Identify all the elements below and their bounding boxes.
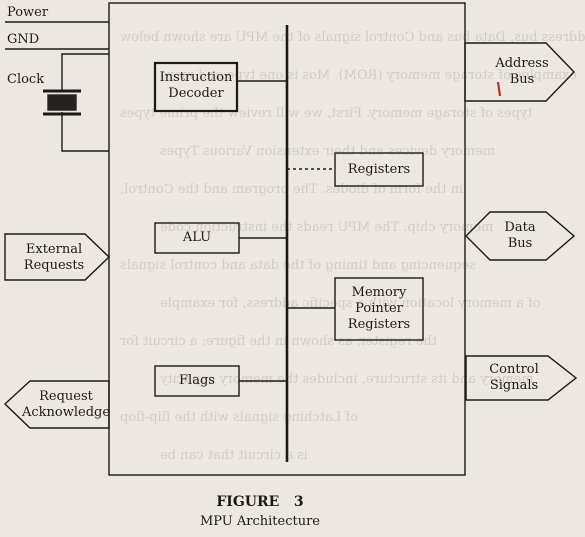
external-requests-label: External Requests (8, 242, 100, 274)
external-requests-line2: Requests (23, 258, 85, 273)
figure-title: MPU Architecture (199, 514, 321, 529)
request-acknowledge-arrow (3, 380, 110, 429)
instruction-decoder-label: Instruction Decoder (155, 70, 237, 102)
address-bus-line1: Address (495, 56, 549, 71)
control-signals-line1: Control (489, 362, 539, 377)
instruction-decoder-line1: Instruction (159, 70, 233, 85)
data-bus-line2: Bus (507, 236, 533, 251)
memory-pointer-line2: Pointer (355, 301, 403, 316)
mpu-body (108, 2, 466, 476)
alu-label: ALU (182, 230, 212, 245)
clock-crystal (43, 53, 109, 152)
instruction-decoder-block (153, 61, 239, 113)
request-acknowledge-line2: Acknowledge (21, 405, 111, 420)
external-requests-line1: External (25, 242, 83, 257)
clock-label: Clock (7, 72, 45, 87)
external-requests-arrow (4, 233, 111, 281)
registers-block (334, 152, 424, 187)
control-signals-label: Control Signals (470, 362, 558, 394)
address-bus-line2: Bus (509, 72, 535, 87)
data-bus-line1: Data (504, 220, 536, 235)
memory-pointer-line1: Memory (351, 285, 407, 300)
registers-label: Registers (347, 162, 411, 177)
gnd-label: GND (7, 32, 40, 47)
instruction-decoder-line2: Decoder (168, 86, 224, 101)
request-acknowledge-line1: Request (39, 389, 93, 404)
data-bus-label: Data Bus (476, 220, 564, 252)
request-acknowledge-label: Request Acknowledge (20, 389, 112, 421)
figure-number: FIGURE 3 (216, 494, 304, 510)
memory-pointer-registers-block (334, 277, 424, 341)
data-bus-arrow (465, 211, 576, 261)
address-bus-label: Address Bus (478, 56, 566, 88)
control-signals-line2: Signals (489, 378, 539, 393)
flags-label: Flags (179, 373, 215, 388)
control-signals-arrow (465, 355, 578, 401)
memory-pointer-line3: Registers (347, 317, 411, 332)
address-bus-arrow (464, 42, 575, 102)
power-label: Power (7, 5, 49, 20)
memory-pointer-registers-label: Memory Pointer Registers (335, 285, 423, 333)
red-pen-mark (496, 81, 502, 97)
